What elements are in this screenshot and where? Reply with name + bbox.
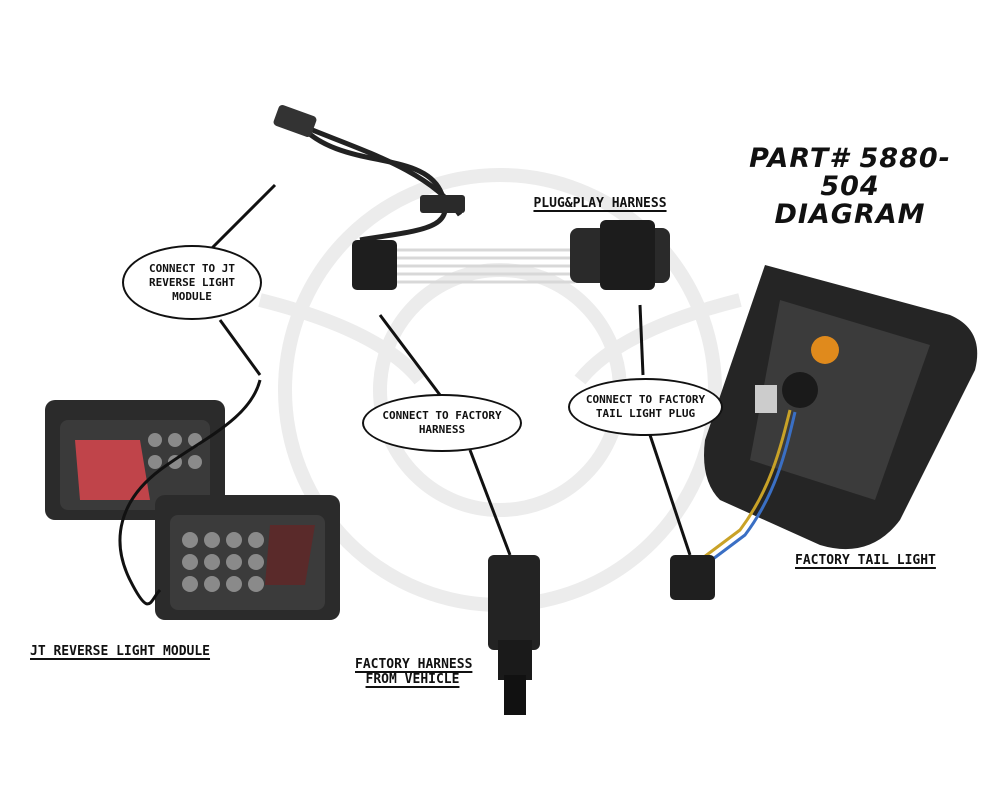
title-part-number: PART# 5880-504: [749, 143, 951, 202]
callout-text-line: MODULE: [172, 289, 212, 303]
leader-harness-to-factory-bubble: [378, 314, 442, 396]
callout-text-line: CONNECT TO FACTORY: [382, 409, 502, 422]
leader-lines: [208, 183, 692, 556]
callout-text-line: CONNECT TO JT: [148, 261, 236, 275]
label-factory-harness-line2: FROM VEHICLE: [365, 672, 460, 687]
leader-harness-to-tail-bubble: [638, 304, 645, 376]
label-plug-play-harness: PLUG&PLAY HARNESS: [533, 196, 667, 211]
leader-harness-to-module-bubble: [208, 183, 277, 252]
factory-tail-light-image: [670, 265, 978, 600]
plug-play-harness-image: [273, 104, 670, 290]
label-factory-harness-line1: FACTORY HARNESS: [355, 657, 473, 672]
label-factory-harness-from-vehicle: FACTORY HARNESS FROM VEHICLE: [355, 657, 473, 687]
leader-module-bubble-to-module: [218, 319, 262, 376]
callout-connect-to-reverse-module: CONNECT TO JT REVERSE LIGHT MODULE: [122, 245, 262, 320]
factory-harness-connector-image: [488, 555, 540, 715]
callout-text-line: HARNESS: [418, 423, 466, 436]
title-diagram: DIAGRAM: [774, 199, 926, 230]
label-factory-tail-light: FACTORY TAIL LIGHT: [795, 553, 936, 568]
callout-connect-to-tail-light-plug: CONNECT TO FACTORY TAIL LIGHT PLUG: [568, 378, 723, 436]
callout-text-line: CONNECT TO FACTORY: [585, 393, 706, 406]
label-jt-reverse-light-module: JT REVERSE LIGHT MODULE: [30, 644, 211, 659]
callout-text-line: REVERSE LIGHT: [148, 275, 236, 289]
callout-connect-to-factory-harness: CONNECT TO FACTORY HARNESS: [362, 394, 522, 452]
leader-tail-bubble-to-plug: [648, 434, 692, 556]
diagram-title: PART# 5880-504 DIAGRAM: [720, 145, 980, 229]
leader-factory-bubble-to-connector: [468, 449, 512, 556]
callout-text-line: TAIL LIGHT PLUG: [595, 407, 696, 420]
jt-reverse-light-module-image: [45, 379, 340, 620]
